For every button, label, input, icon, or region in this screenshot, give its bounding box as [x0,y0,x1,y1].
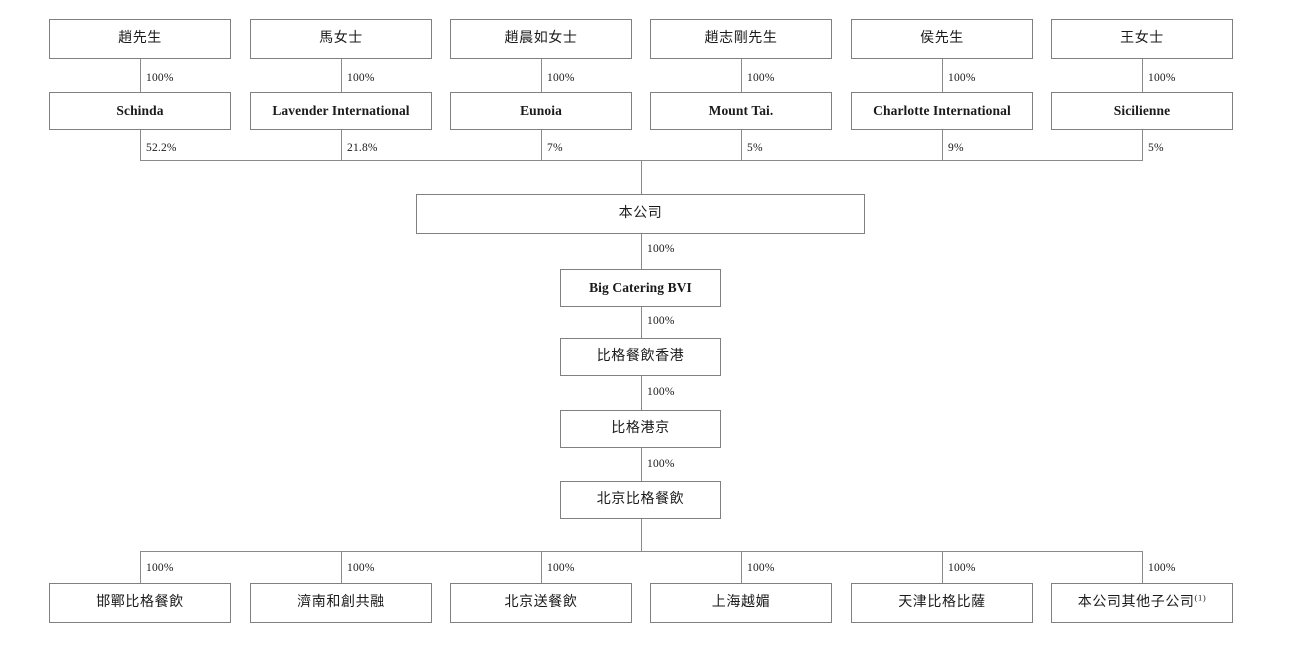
shareholder-box-1: 趙先生 [49,19,231,59]
connector-shareholder-3 [541,59,542,92]
subsidiary-box-1: 邯鄲比格餐飲 [49,583,231,623]
pct-holding-6: 5% [1148,142,1164,154]
shareholder-box-4: 趙志剛先生 [650,19,832,59]
holding-vehicle-label-6: Sicilienne [1113,103,1171,119]
subsidiary-label-2: 濟南和創共融 [297,594,385,610]
connector-chain-1-to-2 [641,307,642,338]
subsidiary-label-6-text: 本公司其他子公司 [1077,594,1195,610]
holding-vehicle-box-5: Charlotte International [851,92,1033,130]
pct-shareholder-1: 100% [146,72,174,84]
chain-label-4: 北京比格餐飲 [596,491,685,507]
connector-bus-to-company [641,160,642,195]
holding-vehicle-box-1: Schinda [49,92,231,130]
shareholder-label-5: 侯先生 [920,30,964,46]
connector-holding-6 [1142,130,1143,161]
holding-vehicle-label-5: Charlotte International [873,103,1011,119]
connector-holding-2 [341,130,342,161]
chain-box-1: Big Catering BVI [560,269,721,307]
connector-holding-5 [942,130,943,161]
chain-label-1: Big Catering BVI [589,280,692,296]
pct-subsidiary-4: 100% [747,562,775,574]
pct-holding-2: 21.8% [347,142,378,154]
pct-chain-1: 100% [647,243,675,255]
subsidiary-box-6: 本公司其他子公司(1) [1051,583,1233,623]
holding-vehicle-label-3: Eunoia [520,103,562,119]
shareholder-box-5: 侯先生 [851,19,1033,59]
connector-chain-4-to-bus [641,519,642,552]
holding-vehicle-box-3: Eunoia [450,92,632,130]
shareholder-label-3: 趙晨如女士 [504,30,578,46]
pct-subsidiary-5: 100% [948,562,976,574]
pct-holding-1: 52.2% [146,142,177,154]
shareholder-label-6: 王女士 [1120,30,1164,46]
subsidiary-box-4: 上海越媚 [650,583,832,623]
connector-holding-4 [741,130,742,161]
connector-subsidiary-2 [341,551,342,584]
chain-box-4: 北京比格餐飲 [560,481,721,519]
pct-holding-3: 7% [547,142,563,154]
connector-shareholder-1 [140,59,141,92]
pct-subsidiary-2: 100% [347,562,375,574]
company-label: 本公司 [618,205,663,221]
shareholder-label-4: 趙志剛先生 [704,30,778,46]
connector-subsidiary-3 [541,551,542,584]
chain-box-3: 比格港京 [560,410,721,448]
pct-subsidiary-6: 100% [1148,562,1176,574]
connector-subsidiary-5 [942,551,943,584]
connector-subsidiary-6 [1142,551,1143,584]
connector-holding-1 [140,130,141,161]
company-box: 本公司 [416,194,865,234]
pct-chain-3: 100% [647,386,675,398]
subsidiary-box-2: 濟南和創共融 [250,583,432,623]
holding-vehicle-box-4: Mount Tai. [650,92,832,130]
holding-vehicle-label-4: Mount Tai. [708,103,774,119]
holding-vehicle-label-2: Lavender International [272,103,410,119]
pct-shareholder-2: 100% [347,72,375,84]
holding-vehicle-label-1: Schinda [116,103,164,119]
holding-vehicle-box-6: Sicilienne [1051,92,1233,130]
subsidiary-label-6: 本公司其他子公司(1) [1074,592,1211,611]
connector-chain-3-to-4 [641,448,642,481]
shareholder-box-2: 馬女士 [250,19,432,59]
pct-shareholder-6: 100% [1148,72,1176,84]
chain-label-2: 比格餐飲香港 [596,348,685,364]
connector-shareholder-4 [741,59,742,92]
pct-chain-4: 100% [647,458,675,470]
connector-holding-3 [541,130,542,161]
shareholder-label-2: 馬女士 [319,30,363,46]
connector-shareholder-5 [942,59,943,92]
pct-holding-4: 5% [747,142,763,154]
footnote-marker: (1) [1194,592,1207,603]
pct-chain-2: 100% [647,315,675,327]
chain-label-3: 比格港京 [611,420,670,436]
pct-holding-5: 9% [948,142,964,154]
chain-box-2: 比格餐飲香港 [560,338,721,376]
shareholder-box-3: 趙晨如女士 [450,19,632,59]
pct-subsidiary-1: 100% [146,562,174,574]
connector-company-to-chain-1 [641,234,642,270]
pct-shareholder-4: 100% [747,72,775,84]
holding-vehicle-box-2: Lavender International [250,92,432,130]
pct-shareholder-3: 100% [547,72,575,84]
subsidiary-label-1: 邯鄲比格餐飲 [96,594,184,610]
shareholder-label-1: 趙先生 [118,30,162,46]
bus-subsidiaries [140,551,1143,552]
connector-shareholder-6 [1142,59,1143,92]
subsidiary-box-5: 天津比格比薩 [851,583,1033,623]
connector-chain-2-to-3 [641,376,642,410]
pct-subsidiary-3: 100% [547,562,575,574]
subsidiary-label-4: 上海越媚 [711,594,771,610]
subsidiary-label-3: 北京送餐飲 [504,594,578,610]
connector-subsidiary-4 [741,551,742,584]
connector-shareholder-2 [341,59,342,92]
subsidiary-box-3: 北京送餐飲 [450,583,632,623]
connector-subsidiary-1 [140,551,141,584]
pct-shareholder-5: 100% [948,72,976,84]
subsidiary-label-5: 天津比格比薩 [898,594,986,610]
shareholder-box-6: 王女士 [1051,19,1233,59]
